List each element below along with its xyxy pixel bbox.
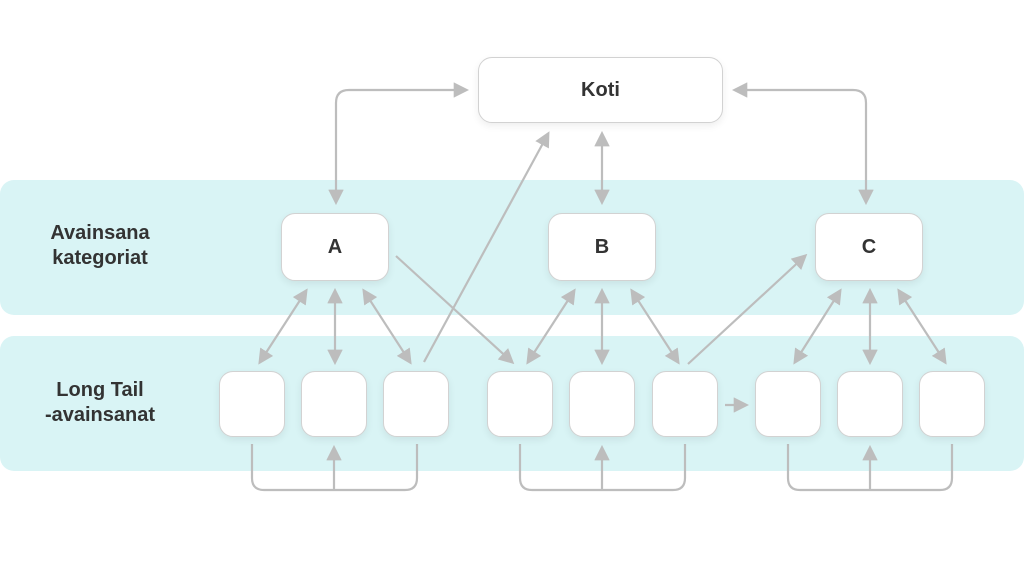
arrow-b-lt6 [630,288,680,365]
long-tail-node-a-3 [383,371,449,437]
long-tail-node-b-1 [487,371,553,437]
home-node-label: Koti [581,78,620,101]
arrow-home-c [731,82,874,206]
long-tail-node-a-1 [219,371,285,437]
arrow-a-lt1 [258,288,308,365]
arrow-c-lt9 [897,288,947,365]
category-node-a: A [281,213,389,281]
long-tail-node-c-1 [755,371,821,437]
category-node-c: C [815,213,923,281]
category-node-c-label: C [861,235,877,258]
arrow-longtail-to-home [423,131,550,363]
long-tail-node-c-2 [837,371,903,437]
long-tail-label-text: Long Tail -avainsanat [44,379,156,426]
keyword-categories-label-text: Avainsana kategoriat [50,222,150,269]
arrow-lt6-to-c [687,253,808,365]
long-tail-node-b-3 [652,371,718,437]
arrow-c-lt7 [793,288,842,365]
home-node: Koti [478,57,723,123]
keyword-categories-label: Avainsana kategoriat [0,221,200,271]
long-tail-node-b-2 [569,371,635,437]
arrow-home-a [328,82,470,206]
category-node-b: B [548,213,656,281]
category-node-b-label: B [594,235,610,258]
long-tail-label: Long Tail -avainsanat [0,378,200,428]
arrow-a-lt3 [362,288,412,365]
long-tail-node-c-3 [919,371,985,437]
arrow-a-to-lt4 [395,255,515,365]
category-node-a-label: A [327,235,343,258]
arrow-b-lt4 [526,288,576,365]
long-tail-node-a-2 [301,371,367,437]
